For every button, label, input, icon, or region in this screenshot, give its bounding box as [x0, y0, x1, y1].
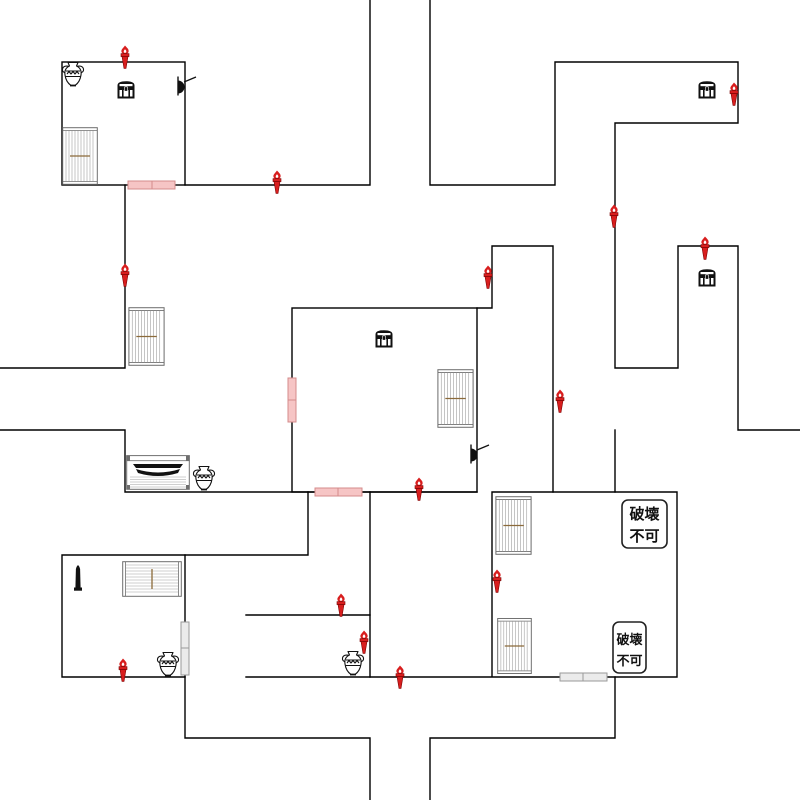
torch-icon — [483, 265, 493, 289]
couch-icon — [126, 455, 190, 490]
bench-icon — [437, 369, 474, 428]
wall — [429, 676, 616, 800]
torch-icon — [118, 658, 128, 682]
bell-icon — [470, 443, 490, 465]
bench-icon — [497, 617, 532, 675]
torch-icon — [414, 477, 424, 501]
treasure-chest-icon — [117, 80, 135, 99]
torch-icon — [609, 204, 619, 228]
door-icon — [559, 672, 608, 682]
torch-icon — [729, 82, 739, 106]
torches — [118, 45, 739, 689]
torch-icon — [120, 263, 130, 287]
torch-icon — [555, 389, 565, 413]
bench-icon — [495, 496, 532, 555]
wall — [61, 491, 309, 678]
vase-icon — [341, 650, 365, 676]
door-icon — [287, 377, 297, 423]
torch-icon — [359, 630, 369, 654]
bench-icon — [128, 307, 165, 366]
wall — [245, 491, 678, 678]
indestructible-badge: 破壊 不可 — [612, 621, 647, 674]
treasure-chest-icon — [698, 268, 716, 287]
bell-icon — [177, 75, 197, 97]
bench-icon — [62, 127, 98, 185]
furniture — [62, 75, 532, 675]
treasure-chest-icon — [375, 329, 393, 348]
vase-icon — [156, 651, 180, 677]
indestructible-badge: 破壊 不可 — [621, 499, 668, 549]
torch-icon — [700, 236, 710, 260]
doors — [127, 180, 608, 682]
badge-line-2: 不可 — [616, 654, 642, 669]
vase-icon — [192, 465, 216, 491]
badge-line-1: 破壊 — [629, 505, 659, 523]
torch-icon — [272, 170, 282, 194]
vase-icon — [61, 61, 85, 87]
door-icon — [314, 487, 363, 497]
wall — [0, 184, 126, 369]
wall — [0, 429, 478, 493]
torch-icon — [395, 665, 405, 689]
vases — [61, 61, 365, 677]
badge-frame — [612, 621, 647, 674]
wall — [429, 0, 800, 431]
bench-icon — [122, 561, 182, 597]
badge-frame — [621, 499, 668, 549]
wall — [476, 245, 554, 493]
badge-line-2: 不可 — [629, 527, 659, 545]
treasure-chest-icon — [698, 80, 716, 99]
torch-icon — [120, 45, 130, 69]
wall — [184, 0, 371, 186]
door-icon — [180, 621, 190, 676]
door-icon — [127, 180, 176, 190]
statue-icon — [74, 565, 82, 591]
torch-icon — [336, 593, 346, 617]
torch-icon — [492, 569, 502, 593]
badge-line-1: 破壊 — [616, 632, 643, 648]
